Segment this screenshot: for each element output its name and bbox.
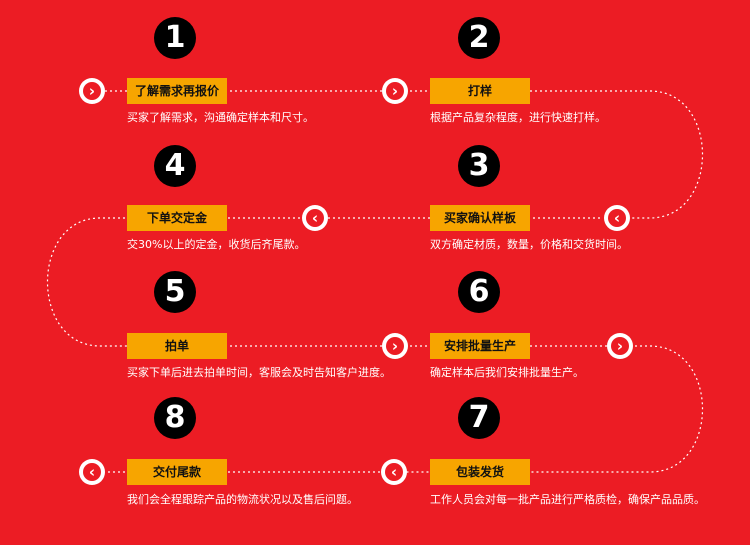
arrow-right-icon: ›: [79, 78, 105, 104]
step-7-title: 包装发货: [430, 459, 530, 485]
step-2-desc: 根据产品复杂程度，进行快速打样。: [430, 111, 606, 124]
step-4-number: 4: [154, 145, 196, 187]
step-1-desc: 买家了解需求，沟通确定样本和尺寸。: [127, 111, 314, 124]
arrow-left-icon: ‹: [302, 205, 328, 231]
step-8-title: 交付尾款: [127, 459, 227, 485]
step-4-desc: 交30%以上的定金，收货后齐尾款。: [127, 238, 306, 251]
step-1-title: 了解需求再报价: [127, 78, 227, 104]
step-3-title: 买家确认样板: [430, 205, 530, 231]
arrow-right-icon: ›: [382, 333, 408, 359]
step-2-title: 打样: [430, 78, 530, 104]
step-3-number: 3: [458, 145, 500, 187]
arrow-left-icon: ‹: [381, 459, 407, 485]
step-7-desc: 工作人员会对每一批产品进行严格质检，确保产品品质。: [430, 493, 705, 506]
arrow-left-icon: ‹: [79, 459, 105, 485]
step-7-number: 7: [458, 397, 500, 439]
step-1-number: 1: [154, 17, 196, 59]
step-8-number: 8: [154, 397, 196, 439]
step-2-number: 2: [458, 17, 500, 59]
step-5-title: 拍单: [127, 333, 227, 359]
step-6-desc: 确定样本后我们安排批量生产。: [430, 366, 584, 379]
step-8-desc: 我们会全程跟踪产品的物流状况以及售后问题。: [127, 493, 358, 506]
step-3-desc: 双方确定材质，数量，价格和交货时间。: [430, 238, 628, 251]
arrow-left-icon: ‹: [604, 205, 630, 231]
step-4-title: 下单交定金: [127, 205, 227, 231]
step-6-number: 6: [458, 271, 500, 313]
step-6-title: 安排批量生产: [430, 333, 530, 359]
arrow-right-icon: ›: [382, 78, 408, 104]
step-5-number: 5: [154, 271, 196, 313]
arrow-right-icon: ›: [607, 333, 633, 359]
step-5-desc: 买家下单后进去拍单时间，客服会及时告知客户进度。: [127, 366, 391, 379]
